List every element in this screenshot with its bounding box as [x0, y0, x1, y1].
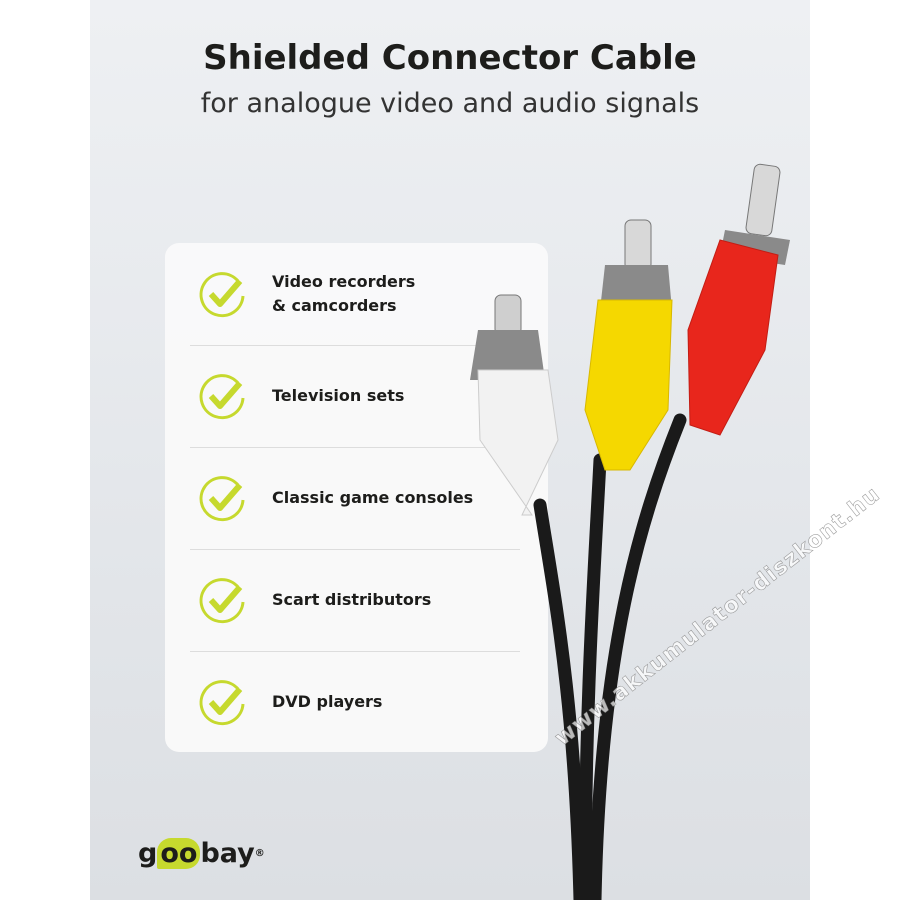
feature-item: DVD players [190, 651, 520, 753]
divider [190, 345, 520, 346]
check-circle-icon [199, 272, 245, 318]
features-card: Video recorders & camcorders Television … [165, 243, 548, 752]
cable-wires [533, 413, 687, 900]
feature-item: Classic game consoles [190, 447, 520, 549]
divider [190, 651, 520, 652]
page-title: Shielded Connector Cable [203, 38, 697, 78]
check-circle-icon [199, 476, 245, 522]
white-plug [470, 294, 559, 516]
feature-item: Television sets [190, 345, 520, 447]
feature-item: Scart distributors [190, 549, 520, 651]
feature-item: Video recorders & camcorders [190, 243, 520, 345]
divider [190, 549, 520, 550]
check-circle-icon [199, 680, 245, 726]
red-plug [687, 163, 790, 436]
check-circle-icon [199, 374, 245, 420]
page-subtitle: for analogue video and audio signals [200, 88, 700, 119]
divider [190, 447, 520, 448]
check-circle-icon [199, 578, 245, 624]
yellow-plug [584, 219, 673, 471]
